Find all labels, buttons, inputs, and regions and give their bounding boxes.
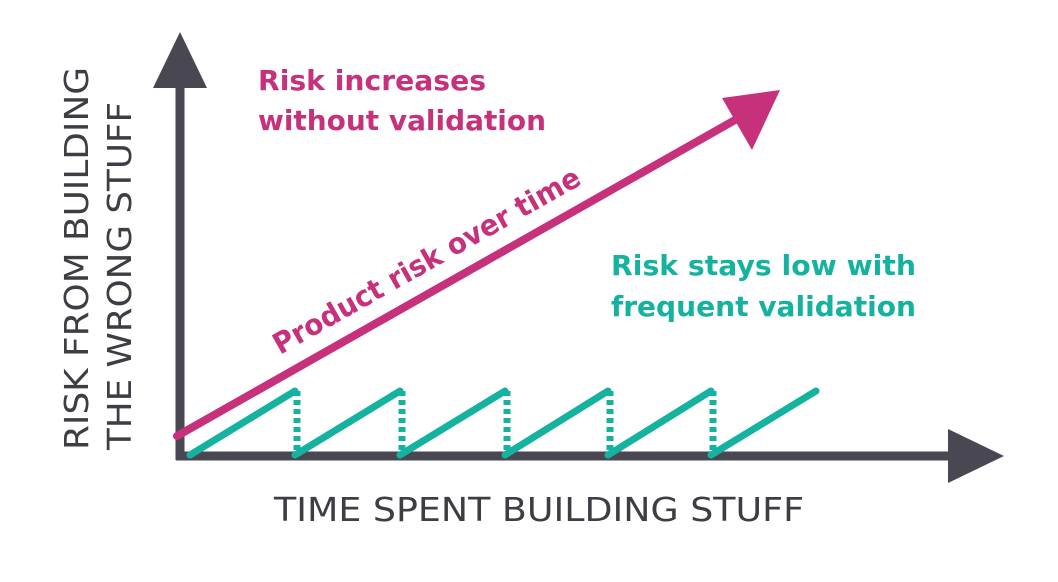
x-axis-arrowhead (948, 429, 1004, 483)
validation-callout-line2: frequent validation (611, 290, 916, 323)
validation-segment-2 (291, 387, 404, 459)
y-axis-arrowhead (153, 32, 207, 88)
product-risk-arrow-label: Product risk over time (267, 160, 587, 361)
risk-callout-line2: without validation (258, 104, 546, 137)
validation-segment-4 (501, 387, 612, 459)
product-risk-line (173, 116, 739, 440)
product-risk-arrowhead (722, 90, 780, 150)
x-axis (176, 429, 1004, 483)
validation-segment-5 (604, 387, 715, 459)
x-axis-label: TIME SPENT BUILDING STUFF (273, 490, 804, 529)
validation-segment-6 (707, 387, 820, 459)
y-axis (153, 32, 207, 460)
y-axis-label-line1: RISK FROM BUILDING (57, 67, 96, 450)
validation-sawtooth (186, 387, 820, 459)
validation-callout-line1: Risk stays low with (611, 249, 916, 282)
validation-segment-3 (396, 387, 509, 459)
y-axis-label-line2: THE WRONG STUFF (100, 102, 139, 451)
risk-callout-line1: Risk increases (258, 64, 486, 97)
validation-segment-1 (186, 387, 299, 459)
product-risk-arrow (173, 90, 780, 440)
